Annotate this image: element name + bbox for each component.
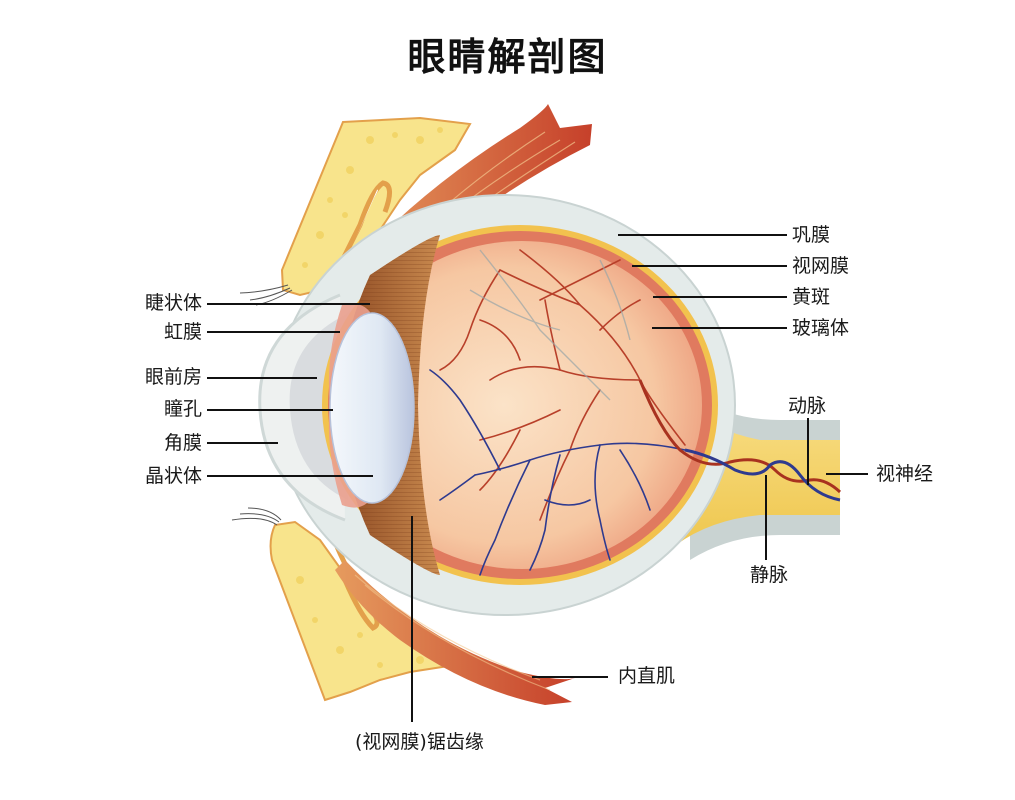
retinal-arteries [439,249,686,521]
retinal-veins [429,369,686,576]
central-retinal-vein [684,448,841,502]
medial-rectus-muscle [335,560,575,705]
label-cornea: 角膜 [163,432,202,454]
label-lens: 晶状体 [144,465,202,487]
label-iris: 虹膜 [163,321,202,343]
label-anterior-chamber: 眼前房 [144,366,202,388]
label-vitreous-body: 玻璃体 [792,317,850,339]
label-pupil: 瞳孔 [163,398,202,420]
label-sclera: 巩膜 [792,224,831,246]
label-medial-rectus: 内直肌 [618,665,676,687]
leader-lines [207,234,868,722]
lens [329,312,415,504]
label-vein: 静脉 [750,564,789,586]
vitreous-body [342,241,702,569]
label-optic-nerve: 视神经 [876,463,934,485]
label-macula: 黄斑 [792,286,831,308]
label-ciliary-body: 睫状体 [144,292,202,314]
central-retinal-artery [638,379,842,494]
upper-eyelid [239,116,472,306]
label-artery: 动脉 [788,395,827,417]
label-retina: 视网膜 [792,255,850,277]
page-title: 眼睛解剖图 [407,35,608,79]
label-ora-serrata: (视网膜)锯齿缘 [355,731,484,753]
